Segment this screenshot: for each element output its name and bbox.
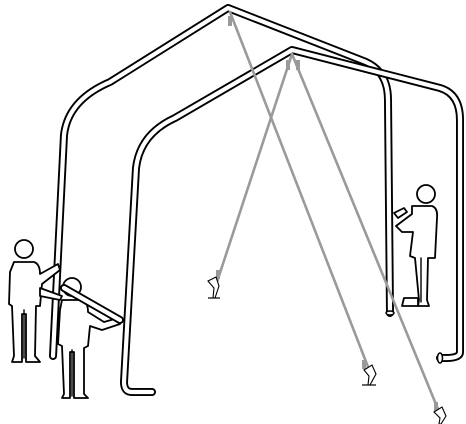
person-left-front <box>57 277 121 399</box>
rope-rear-peak-right <box>228 10 372 374</box>
rear-frame-right-foot <box>385 310 395 316</box>
front-frame-right-end <box>436 352 444 364</box>
rope-front-peak-left <box>213 52 294 290</box>
person-right <box>393 184 439 307</box>
rope-knots <box>216 16 438 411</box>
stake-right <box>433 406 447 424</box>
rear-frame <box>49 4 395 360</box>
person-left-back <box>8 239 63 363</box>
front-frame <box>120 46 464 396</box>
stake-left <box>207 276 220 299</box>
stake-middle <box>362 364 377 386</box>
guy-ropes <box>213 10 442 416</box>
rope-front-peak-right <box>290 52 442 416</box>
lifted-pole <box>60 284 124 324</box>
